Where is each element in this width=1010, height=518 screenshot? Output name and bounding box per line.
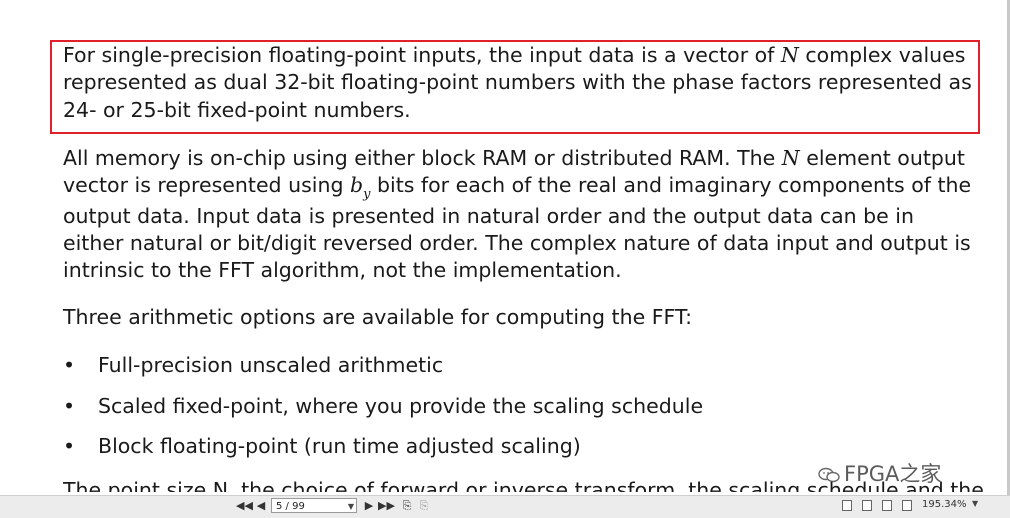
text-span: All memory is on-chip using either block… xyxy=(63,146,782,170)
single-page-view-icon[interactable] xyxy=(842,500,852,511)
math-subscript-y: y xyxy=(363,187,371,203)
bullet-marker: • xyxy=(63,353,76,377)
wechat-icon xyxy=(818,467,840,483)
go-back-icon[interactable]: ⎘ xyxy=(402,499,412,512)
cut-off-text-line: The point size N, the choice of forward … xyxy=(63,478,984,492)
page-number-select[interactable]: 5 / 99 ▼ xyxy=(271,498,357,513)
zoom-level[interactable]: 195.34% xyxy=(922,499,967,510)
chevron-down-icon: ▼ xyxy=(347,502,354,511)
text-span: element output vector is represented usi… xyxy=(63,146,965,198)
memory-paragraph: All memory is on-chip using either block… xyxy=(63,145,978,284)
continuous-view-icon[interactable] xyxy=(862,500,872,511)
previous-page-button[interactable]: ◀ xyxy=(256,499,266,512)
watermark: FPGA之家 xyxy=(818,458,941,488)
bullet-marker: • xyxy=(63,394,76,418)
two-page-view-icon[interactable] xyxy=(882,500,892,511)
bullet-text: Scaled fixed-point, where you provide th… xyxy=(98,394,704,418)
go-forward-icon[interactable]: ⎘ xyxy=(419,499,429,512)
math-b: b xyxy=(349,173,364,198)
bullet-text: Full-precision unscaled arithmetic xyxy=(98,353,444,377)
arithmetic-intro: Three arithmetic options are available f… xyxy=(63,305,693,329)
zoom-dropdown-icon[interactable]: ▼ xyxy=(972,499,979,508)
page-edge xyxy=(1007,0,1010,495)
next-page-button[interactable]: ▶ xyxy=(364,499,374,512)
bullet-text: Block floating-point (run time adjusted … xyxy=(98,434,581,458)
watermark-text: FPGA之家 xyxy=(844,462,942,486)
text-span: For single-precision floating-point inpu… xyxy=(63,43,781,67)
two-page-continuous-icon[interactable] xyxy=(902,500,912,511)
text-span: complex values represented as dual 32-bi… xyxy=(63,43,972,122)
bullet-marker: • xyxy=(63,434,76,458)
math-n: N xyxy=(781,146,800,170)
first-page-button[interactable]: ◀◀ xyxy=(236,499,253,512)
page-number-text: 5 / 99 xyxy=(276,501,305,512)
math-n: N xyxy=(780,43,799,67)
pdf-viewer-toolbar: ◀◀ ◀ 5 / 99 ▼ ▶ ▶▶ ⎘ ⎘ 195.34% ▼ xyxy=(0,495,1010,518)
last-page-button[interactable]: ▶▶ xyxy=(378,499,395,512)
highlight-box xyxy=(50,40,980,134)
highlighted-paragraph: For single-precision floating-point inpu… xyxy=(63,42,978,124)
text-span: bits for each of the real and imaginary … xyxy=(63,173,972,283)
